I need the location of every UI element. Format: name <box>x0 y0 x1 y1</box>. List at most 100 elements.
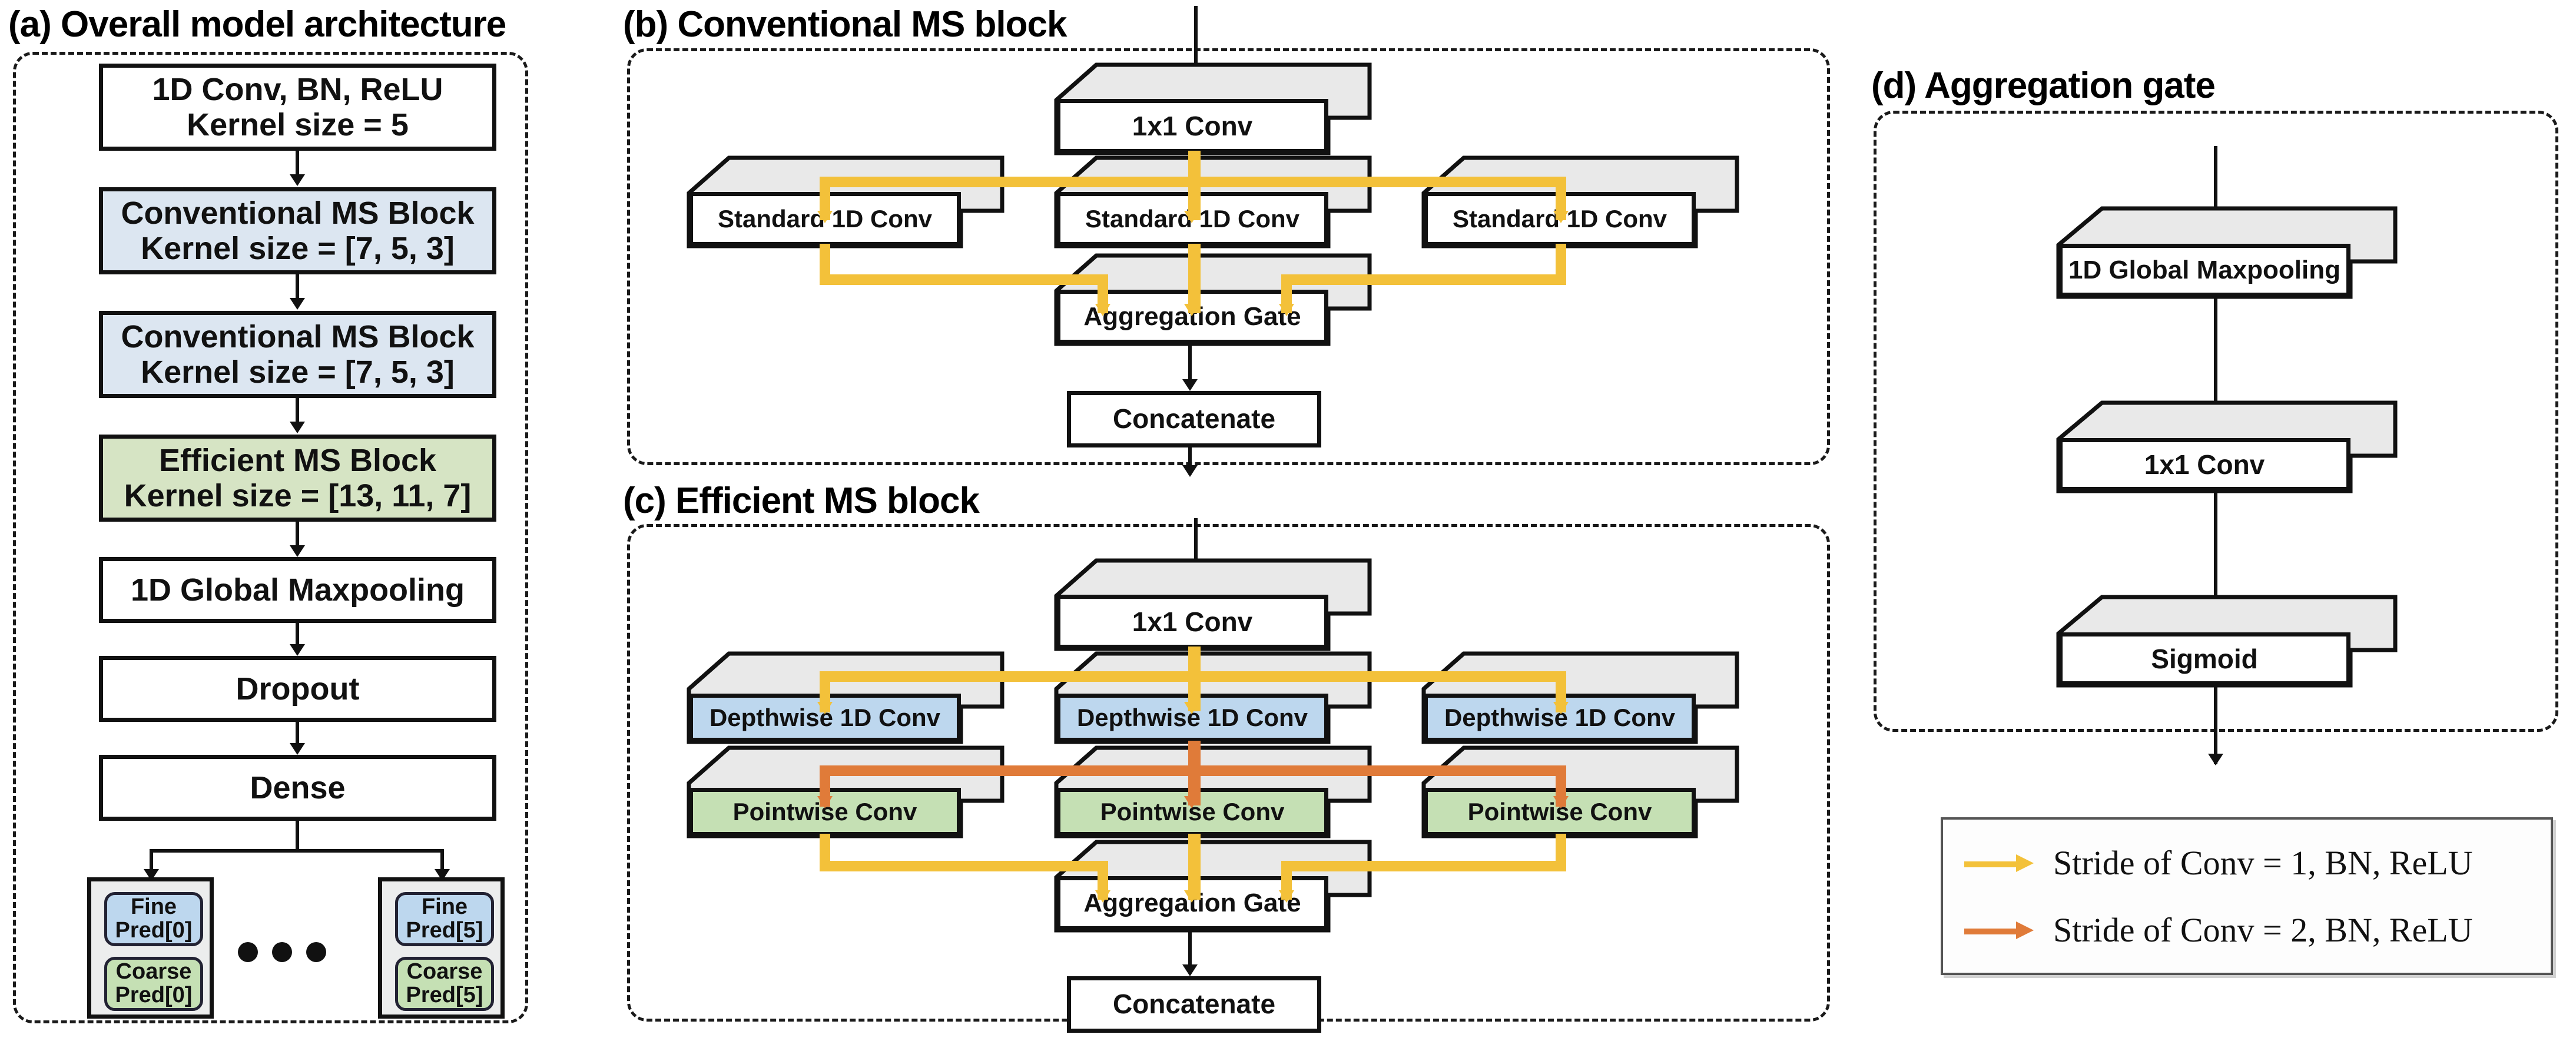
slab-pointwise-c-2: Pointwise Conv <box>1421 744 1739 838</box>
panel-d-input-line <box>2214 146 2217 240</box>
stride1-arrow-gate-c-left <box>1095 890 1110 903</box>
block-label-line1: Conventional MS Block <box>121 319 475 354</box>
block-label-line1: Efficient MS Block <box>158 442 437 478</box>
ellipsis-dot-3 <box>306 942 326 962</box>
slab-sigmoid-d: Sigmoid <box>2056 594 2398 688</box>
stride1-center-to-gate-c <box>1188 834 1201 900</box>
fine-pred-label-line2: Pred[0] <box>115 918 193 943</box>
stride1-arrow-c-left <box>817 702 833 714</box>
stride1-arrow-b-right <box>1553 211 1569 223</box>
slab-pointwise-c-1: Pointwise Conv <box>1054 744 1372 838</box>
legend-container <box>1941 817 2553 975</box>
gate-to-concat-line-b <box>1188 344 1192 386</box>
stride1-right-drop-b <box>1556 244 1566 283</box>
block-efficient-ms: Efficient MS Block Kernel size = [13, 11… <box>99 435 496 522</box>
panel-c-title: (c) Efficient MS block <box>623 480 980 521</box>
connector-3 <box>296 398 299 429</box>
block-label-line2: Kernel size = [7, 5, 3] <box>141 354 455 390</box>
stride1-arrow-c-center <box>1184 702 1199 714</box>
coarse-pred-box-0: Coarse Pred[0] <box>104 957 203 1011</box>
stride1-arrow-gate-b-right <box>1279 304 1294 316</box>
gate-to-concat-arrow-c <box>1182 964 1198 976</box>
stride1-right-rise-c <box>1281 861 1292 900</box>
coarse-pred-label-line2: Pred[0] <box>115 983 193 1007</box>
head-split-stem <box>296 821 299 851</box>
stride1-arrow-gate-c-right <box>1279 890 1294 903</box>
ellipsis-dot-1 <box>238 942 258 962</box>
arrow-head-1 <box>290 174 305 186</box>
slab-standard-conv-b-2: Standard 1D Conv <box>1421 154 1739 248</box>
panel-d-output-arrow <box>2208 754 2223 765</box>
ellipsis-dot-2 <box>272 942 292 962</box>
stride1-drop-b-left <box>820 177 830 220</box>
connector-5 <box>296 623 299 651</box>
slab-depthwise-c-2: Depthwise 1D Conv <box>1421 650 1739 744</box>
head-branch-right <box>440 849 444 875</box>
slab-face-1x1-conv-d: 1x1 Conv <box>2058 438 2350 491</box>
stride1-bus-c <box>820 671 1566 682</box>
stride1-left-rise-c <box>1098 861 1108 900</box>
block-conventional-ms-2: Conventional MS Block Kernel size = [7, … <box>99 311 496 398</box>
stride2-arrow-icon <box>1964 921 2038 939</box>
slab-global-maxpooling-d: 1D Global Maxpooling <box>2056 205 2398 299</box>
slab-depthwise-c-0: Depthwise 1D Conv <box>687 650 1004 744</box>
stride1-arrow-b-center <box>1184 211 1199 223</box>
panel-a-title: (a) Overall model architecture <box>8 4 506 45</box>
stride1-arrow-icon <box>1964 854 2038 872</box>
stride1-left-drop-b <box>820 244 830 283</box>
stride1-right-rise-b <box>1281 274 1292 313</box>
stride2-bus-c <box>820 765 1566 776</box>
arrow-head-5 <box>290 644 305 656</box>
box-concatenate-c: Concatenate <box>1067 976 1321 1033</box>
stride1-bus-b <box>820 177 1566 187</box>
block-dropout: Dropout <box>99 656 496 722</box>
panel-d-output-line <box>2214 687 2217 764</box>
prediction-head-group-0: Fine Pred[0] Coarse Pred[0] <box>87 877 214 1019</box>
slab-standard-conv-b-1: Standard 1D Conv <box>1054 154 1372 248</box>
slab-pointwise-c-0: Pointwise Conv <box>687 744 1004 838</box>
panel-d-line-2 <box>2214 492 2217 629</box>
arrow-head-6 <box>290 743 305 755</box>
block-dense: Dense <box>99 755 496 821</box>
slab-face-sigmoid-d: Sigmoid <box>2058 632 2350 685</box>
concatenate-label-c: Concatenate <box>1112 989 1276 1020</box>
gate-to-concat-line-c <box>1188 930 1192 970</box>
legend-item-stride2: Stride of Conv = 2, BN, ReLU <box>1964 910 2473 950</box>
gate-to-concat-arrow-b <box>1182 379 1198 391</box>
panel-d-title: (d) Aggregation gate <box>1871 65 2216 106</box>
block-conventional-ms-1: Conventional MS Block Kernel size = [7, … <box>99 187 496 274</box>
block-global-maxpooling: 1D Global Maxpooling <box>99 557 496 623</box>
fine-pred-box-0: Fine Pred[0] <box>104 892 203 946</box>
stride1-arrow-gate-c-center <box>1184 890 1199 903</box>
arrow-head-4 <box>290 545 305 557</box>
block-label-line1: 1D Global Maxpooling <box>130 572 465 608</box>
slab-face-1x1-conv-b: 1x1 Conv <box>1056 99 1328 153</box>
legend-item-stride1: Stride of Conv = 1, BN, ReLU <box>1964 843 2473 883</box>
block-label-line1: 1D Conv, BN, ReLU <box>152 71 443 107</box>
connector-6 <box>296 722 299 750</box>
fine-pred-label-line1: Fine <box>130 894 177 920</box>
prediction-head-group-5: Fine Pred[5] Coarse Pred[5] <box>378 877 505 1019</box>
arrow-head-3 <box>290 422 305 433</box>
connector-2 <box>296 274 299 305</box>
concat-out-arrow-b <box>1182 465 1198 477</box>
connector-1 <box>296 151 299 181</box>
stride2-arrow-c-center <box>1184 796 1199 808</box>
stride1-center-to-gate-b <box>1188 244 1201 313</box>
coarse-pred-box-5: Coarse Pred[5] <box>395 957 494 1011</box>
slab-depthwise-c-1: Depthwise 1D Conv <box>1054 650 1372 744</box>
block-label-line2: Kernel size = [13, 11, 7] <box>124 478 472 513</box>
stride1-drop-b-right <box>1556 177 1566 220</box>
stride1-right-bus-b <box>1281 274 1566 285</box>
block-label-line2: Kernel size = 5 <box>187 107 409 142</box>
stride1-arrow-c-right <box>1553 702 1569 714</box>
connector-4 <box>296 522 299 552</box>
head-split-bar <box>150 849 444 853</box>
slab-1x1-conv-b: 1x1 Conv <box>1054 61 1372 155</box>
stride1-arrow-gate-b-center <box>1184 304 1199 316</box>
panel-a-container <box>13 52 528 1023</box>
fine-pred-label-line2: Pred[5] <box>406 918 483 943</box>
stride1-arrow-b-left <box>817 211 833 223</box>
block-label-line1: Dropout <box>236 671 360 707</box>
legend-label-stride2: Stride of Conv = 2, BN, ReLU <box>2053 911 2473 949</box>
